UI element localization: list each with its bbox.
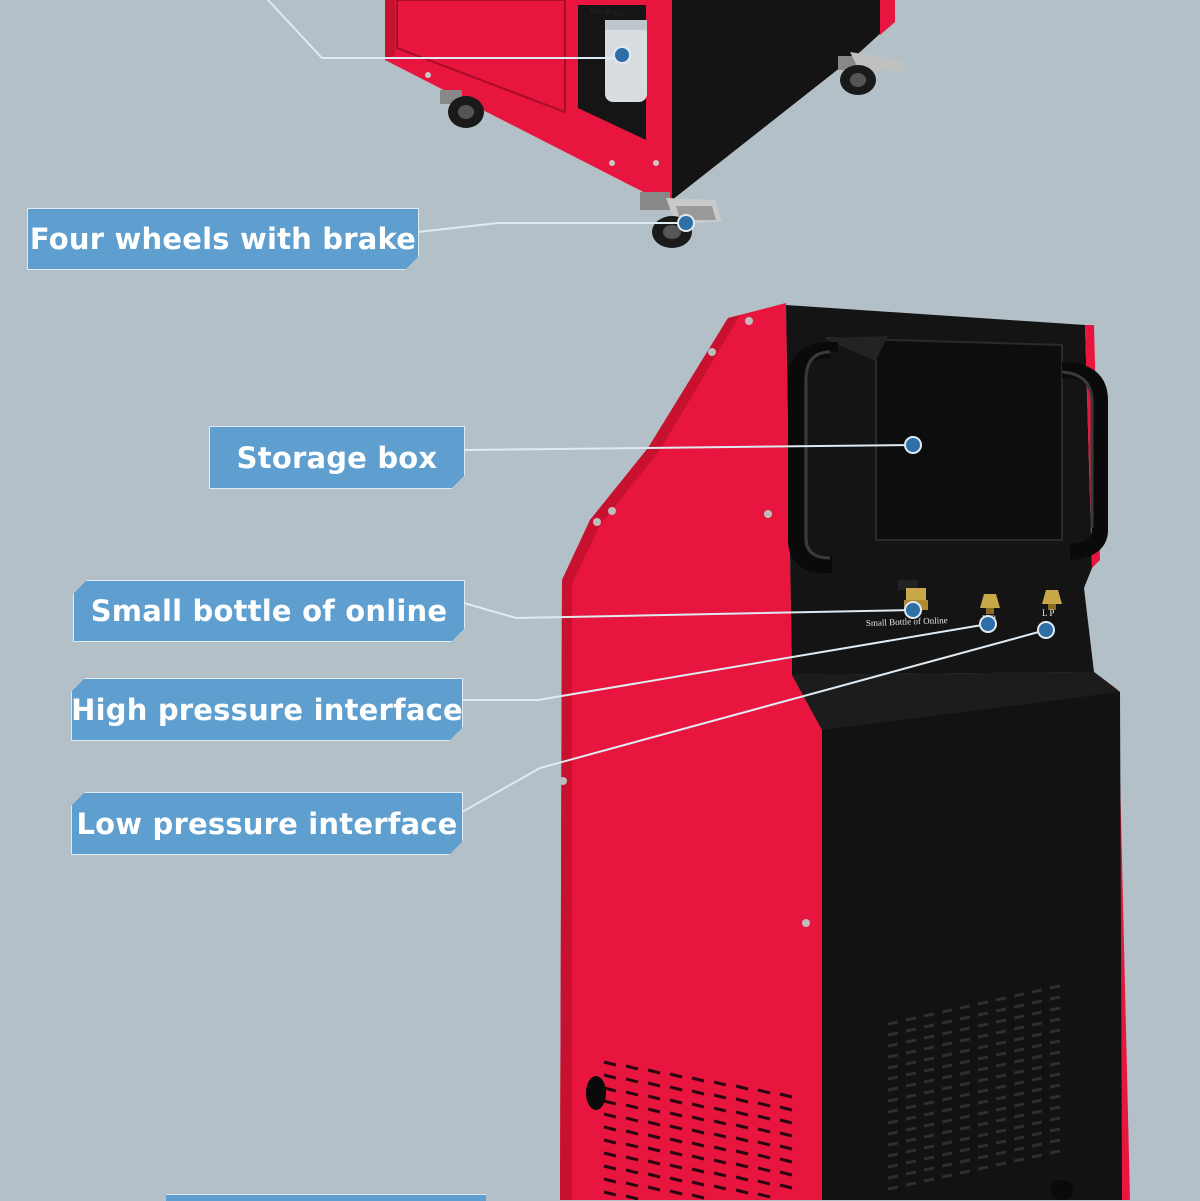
callout-small-bottle-text: Small bottle of online <box>90 594 448 628</box>
callout-high-pressure: High pressure interface <box>71 678 463 741</box>
leader-lines <box>267 0 1047 813</box>
machine-top-view: Oil drain <box>385 0 905 248</box>
small-bottle-panel-label: Small Bottle of Online <box>866 615 948 628</box>
oil-drain-marker <box>613 46 631 64</box>
high-pressure-marker <box>979 615 997 633</box>
storage-box-marker <box>904 436 922 454</box>
callout-four-wheels-text: Four wheels with brake <box>29 222 417 256</box>
storage-box <box>825 337 1063 541</box>
callout-high-pressure-text: High pressure interface <box>71 692 463 727</box>
low-pressure-marker <box>1037 621 1055 639</box>
low-pressure-port <box>1042 590 1062 610</box>
vent-grille-front <box>887 984 1061 1191</box>
callout-markers <box>613 46 1055 639</box>
caster-wheel <box>440 90 484 128</box>
callout-four-wheels: Four wheels with brake <box>27 208 419 270</box>
vent-grille-side <box>603 1060 793 1200</box>
oil-drain-label: Oil drain <box>590 4 625 19</box>
left-handle <box>788 341 838 573</box>
callout-storage-box-text: Storage box <box>236 440 438 475</box>
callout-partial-bottom <box>166 1194 486 1201</box>
wheel-marker <box>677 214 695 232</box>
right-handle <box>1061 362 1108 560</box>
caster-wheel <box>838 52 905 95</box>
callout-low-pressure-text: Low pressure interface <box>76 806 458 841</box>
high-pressure-port <box>980 594 1000 614</box>
callout-low-pressure: Low pressure interface <box>71 792 463 855</box>
machine-front-view: Small Bottle of Online H P L P <box>559 303 1130 1200</box>
callout-storage-box: Storage box <box>209 426 465 489</box>
callout-small-bottle: Small bottle of online <box>73 580 465 642</box>
small-bottle-marker <box>904 601 922 619</box>
lp-panel-label: L P <box>1042 608 1054 618</box>
